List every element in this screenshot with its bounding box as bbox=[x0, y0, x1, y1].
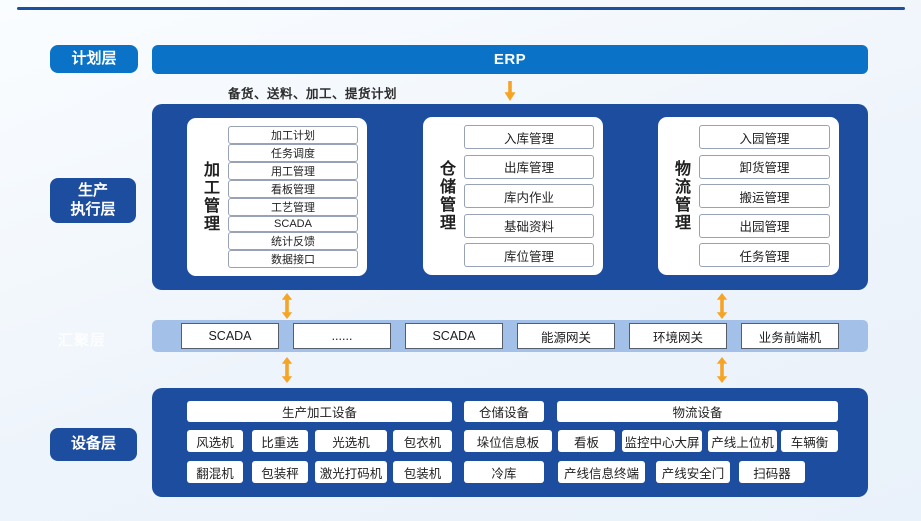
card-logistics-management: 物流管理 入园管理 卸货管理 搬运管理 出园管理 任务管理 bbox=[658, 117, 839, 275]
logistics-item: 出园管理 bbox=[699, 213, 830, 238]
warehouse-item: 入库管理 bbox=[464, 125, 594, 149]
band-box-energy-gateway: 能源网关 bbox=[517, 323, 615, 349]
plan-caption: 备货、送料、加工、提货计划 bbox=[228, 87, 398, 101]
device-box: 比重选 bbox=[252, 430, 308, 452]
band-box-ellipsis: ...... bbox=[293, 323, 391, 349]
processing-item: SCADA bbox=[228, 216, 358, 232]
device-box: 看板 bbox=[558, 430, 615, 452]
device-box: 翻混机 bbox=[187, 461, 243, 483]
band-box-scada-1: SCADA bbox=[181, 323, 279, 349]
band-box-business-frontend: 业务前端机 bbox=[741, 323, 839, 349]
device-box: 激光打码机 bbox=[315, 461, 387, 483]
warehouse-item: 基础资料 bbox=[464, 213, 594, 238]
device-box: 光选机 bbox=[315, 430, 387, 452]
erp-bar: ERP bbox=[152, 45, 868, 74]
processing-item: 统计反馈 bbox=[228, 232, 358, 250]
device-header-warehouse: 仓储设备 bbox=[464, 401, 544, 422]
convergence-layer-band: SCADA ...... SCADA 能源网关 环境网关 业务前端机 bbox=[152, 320, 868, 352]
layer-badge-device: 设备层 bbox=[50, 428, 137, 461]
processing-item: 数据接口 bbox=[228, 250, 358, 268]
layer-badge-execution: 生产 执行层 bbox=[50, 178, 136, 223]
card-title-processing: 加工管理 bbox=[201, 161, 218, 233]
execution-layer-label-line1: 生产 bbox=[77, 181, 108, 199]
device-header-logistics: 物流设备 bbox=[557, 401, 838, 422]
top-divider-line bbox=[17, 7, 905, 10]
logistics-item: 任务管理 bbox=[699, 243, 830, 267]
device-box: 车辆衡 bbox=[781, 430, 838, 452]
device-layer-panel: 生产加工设备 仓储设备 物流设备 风选机 比重选 光选机 包衣机 翻混机 包装秤… bbox=[152, 388, 868, 497]
card-title-logistics: 物流管理 bbox=[672, 160, 689, 232]
device-header-production: 生产加工设备 bbox=[187, 401, 452, 422]
device-box: 产线上位机 bbox=[708, 430, 777, 452]
execution-layer-label-line2: 执行层 bbox=[70, 200, 116, 218]
device-box: 冷库 bbox=[464, 461, 544, 483]
erp-label: ERP bbox=[493, 51, 527, 68]
layer-badge-planning: 计划层 bbox=[50, 45, 138, 73]
planning-layer-label: 计划层 bbox=[71, 49, 117, 67]
card-processing-management: 加工管理 加工计划 任务调度 用工管理 看板管理 工艺管理 SCADA 统计反馈… bbox=[187, 118, 367, 276]
device-box: 产线信息终端 bbox=[558, 461, 645, 483]
device-box: 扫码器 bbox=[739, 461, 805, 483]
logistics-item: 入园管理 bbox=[699, 125, 830, 149]
device-box: 产线安全门 bbox=[656, 461, 730, 483]
processing-item: 任务调度 bbox=[228, 144, 358, 162]
device-box: 包装秤 bbox=[252, 461, 308, 483]
logistics-item: 卸货管理 bbox=[699, 154, 830, 179]
processing-item: 工艺管理 bbox=[228, 198, 358, 216]
convergence-layer-label: 汇聚层 bbox=[58, 332, 107, 349]
double-arrow-icon bbox=[715, 357, 729, 383]
processing-item: 用工管理 bbox=[228, 162, 358, 180]
logistics-item: 搬运管理 bbox=[699, 184, 830, 208]
double-arrow-icon bbox=[715, 293, 729, 319]
processing-item: 看板管理 bbox=[228, 180, 358, 198]
warehouse-item: 库内作业 bbox=[464, 184, 594, 208]
card-warehouse-management: 仓储管理 入库管理 出库管理 库内作业 基础资料 库位管理 bbox=[423, 117, 603, 275]
device-box: 包装机 bbox=[393, 461, 452, 483]
execution-layer-panel: 加工管理 加工计划 任务调度 用工管理 看板管理 工艺管理 SCADA 统计反馈… bbox=[152, 104, 868, 290]
warehouse-item: 出库管理 bbox=[464, 154, 594, 179]
double-arrow-icon bbox=[280, 293, 294, 319]
device-layer-label: 设备层 bbox=[70, 435, 116, 453]
device-box: 监控中心大屏 bbox=[622, 430, 702, 452]
device-box: 包衣机 bbox=[393, 430, 452, 452]
device-box: 垛位信息板 bbox=[464, 430, 552, 452]
erp-down-arrow-icon bbox=[502, 80, 518, 101]
processing-item: 加工计划 bbox=[228, 126, 358, 144]
card-title-warehouse: 仓储管理 bbox=[437, 160, 454, 232]
band-box-environment-gateway: 环境网关 bbox=[629, 323, 727, 349]
device-box: 风选机 bbox=[187, 430, 243, 452]
band-box-scada-2: SCADA bbox=[405, 323, 503, 349]
warehouse-item: 库位管理 bbox=[464, 243, 594, 267]
double-arrow-icon bbox=[280, 357, 294, 383]
